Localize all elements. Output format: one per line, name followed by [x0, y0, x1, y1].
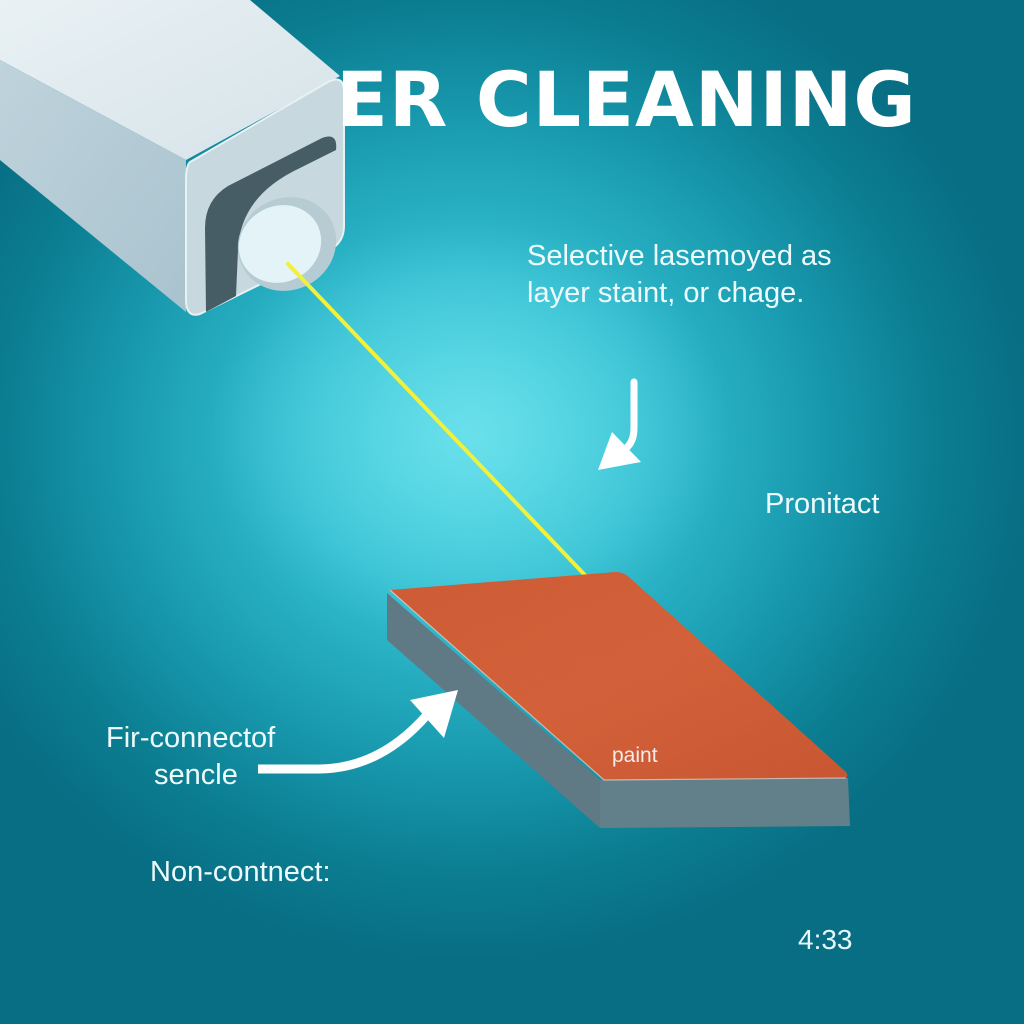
laser-beam	[286, 262, 626, 618]
paint-label: paint	[612, 744, 658, 767]
callout-line-2: layer staint, or chage.	[527, 277, 805, 309]
callout-line-2: sencle	[154, 759, 238, 791]
page-title: ER CLEANING	[336, 55, 917, 144]
laser-head	[0, 0, 345, 316]
callout-line-1: Selective lasemoyed as	[527, 240, 832, 272]
selective-laser-callout: Selective lasemoyed as layer staint, or …	[527, 238, 832, 312]
down-arrow-icon	[598, 378, 641, 470]
timestamp: 4:33	[798, 924, 853, 955]
curved-arrow-icon	[258, 690, 458, 774]
workpiece-plate	[387, 572, 850, 828]
non-contact-label: Non-contnect:	[150, 856, 331, 888]
pronitact-label: Pronitact	[765, 488, 880, 520]
callout-line-1: Fir-connectof	[106, 722, 276, 754]
fir-connect-callout: Fir-connectof sencle	[106, 720, 275, 794]
